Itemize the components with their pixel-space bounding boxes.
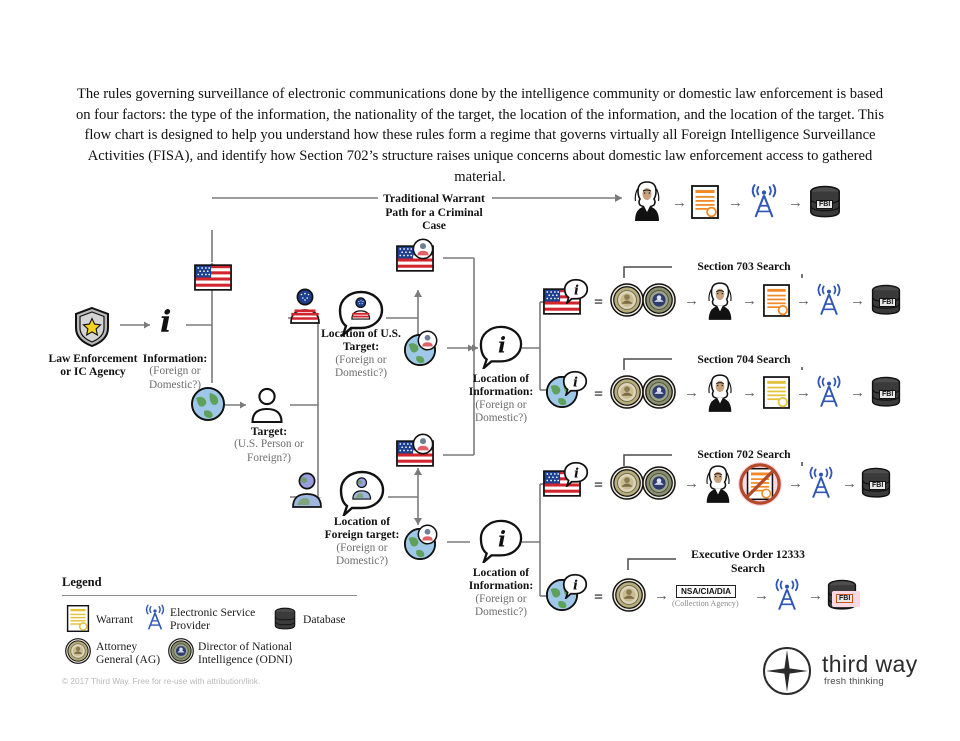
legend-label-odni: Director of National Intelligence (ODNI) — [198, 640, 293, 667]
electronic-service-provider-icon — [751, 184, 777, 219]
database-fbi-tag-highlighted: FBI — [836, 594, 854, 603]
person-badge-icon — [417, 330, 438, 351]
information-badge-icon — [562, 573, 588, 599]
information-badge-icon — [562, 370, 588, 396]
warrant-icon — [763, 376, 790, 409]
attorney-general-seal-icon — [610, 283, 644, 317]
odni-seal-icon — [642, 375, 676, 409]
judge-icon — [705, 465, 731, 504]
electronic-service-provider-icon — [809, 466, 833, 499]
arrow-right-icon: → — [754, 588, 769, 604]
electronic-service-provider-icon — [775, 578, 799, 611]
arrow-right-icon: → — [850, 293, 865, 309]
legend-label-ag: Attorney General (AG) — [96, 640, 161, 667]
information-badge-icon — [563, 461, 589, 487]
location-of-information-upper-label: Location of Information: (Foreign or Dom… — [468, 372, 534, 424]
brand-tagline: fresh thinking — [824, 676, 884, 687]
law-enforcement-label: Law Enforcement or IC Agency — [48, 352, 138, 379]
legend-label-warrant: Warrant — [96, 613, 134, 626]
odni-seal-icon — [168, 638, 194, 664]
arrow-right-icon: → — [788, 476, 803, 492]
judge-icon — [634, 181, 660, 222]
database-icon — [274, 607, 296, 630]
arrow-right-icon: → — [684, 476, 699, 492]
arrow-right-icon: → — [808, 588, 823, 604]
warrant-icon — [66, 604, 90, 633]
person-badge-icon — [412, 433, 434, 455]
location-of-us-target-label: Location of U.S. Target: (Foreign or Dom… — [321, 327, 401, 379]
attorney-general-seal-icon — [65, 638, 91, 664]
arrow-right-icon: → — [684, 385, 699, 401]
arrow-right-icon: → — [728, 195, 743, 211]
odni-seal-icon — [642, 466, 676, 500]
judge-icon — [707, 374, 733, 413]
arrow-right-icon: → — [796, 385, 811, 401]
us-person-icon — [289, 288, 321, 324]
location-of-information-lower-label: Location of Information: (Foreign or Dom… — [468, 566, 534, 618]
attorney-general-seal-icon — [612, 578, 646, 612]
information-label: Information: (Foreign or Domestic?) — [142, 352, 208, 391]
location-of-information-lower-bubble-icon — [479, 519, 523, 563]
information-badge-icon — [563, 278, 589, 304]
section-703-label: Section 703 Search — [672, 260, 816, 274]
arrow-right-icon: → — [742, 385, 757, 401]
legend-label-esp: Electronic Service Provider — [170, 606, 256, 633]
attorney-general-seal-icon — [610, 375, 644, 409]
legend-divider — [62, 595, 357, 597]
location-of-foreign-target-label: Location of Foreign target: (Foreign or … — [324, 515, 400, 567]
arrow-right-icon: → — [850, 385, 865, 401]
no-warrant-icon — [739, 463, 781, 505]
person-badge-icon — [412, 238, 434, 260]
information-i-icon: i — [160, 305, 172, 340]
odni-seal-icon — [642, 283, 676, 317]
arrow-right-icon: → — [788, 195, 803, 211]
brand-name: third way — [822, 651, 918, 677]
arrow-right-icon: → — [684, 293, 699, 309]
database-fbi-tag: FBI — [816, 200, 834, 209]
person-badge-icon — [417, 524, 438, 545]
collection-agency-sublabel: (Collection Agency) — [672, 599, 739, 608]
electronic-service-provider-icon — [817, 375, 841, 408]
target-person-icon — [251, 387, 283, 423]
equals-sign: = — [594, 589, 604, 606]
database-fbi-tag: FBI — [869, 481, 887, 490]
section-704-label: Section 704 Search — [672, 353, 816, 367]
arrow-right-icon: → — [742, 293, 757, 309]
arrow-right-icon: → — [796, 293, 811, 309]
equals-sign: = — [594, 294, 604, 311]
arrow-right-icon: → — [672, 195, 687, 211]
equals-sign: = — [594, 386, 604, 403]
database-fbi-tag: FBI — [879, 298, 897, 307]
collection-agency-box: NSA/CIA/DIA — [676, 585, 737, 598]
arrow-right-icon: → — [654, 588, 669, 604]
database-fbi-tag: FBI — [879, 390, 897, 399]
executive-order-12333-label: Executive Order 12333 Search — [676, 548, 820, 576]
law-enforcement-badge-icon — [75, 307, 109, 347]
legend: Legend — [62, 575, 357, 597]
legend-title: Legend — [62, 575, 102, 589]
target-label: Target: (U.S. Person or Foreign?) — [234, 425, 304, 464]
traditional-warrant-path-label: Traditional Warrant Path for a Criminal … — [383, 192, 485, 233]
attorney-general-seal-icon — [610, 466, 644, 500]
equals-sign: = — [594, 477, 604, 494]
intro-paragraph: The rules governing surveillance of elec… — [75, 86, 885, 185]
warrant-icon — [763, 284, 790, 317]
domestic-information-flag-icon — [194, 264, 232, 291]
electronic-service-provider-icon — [817, 283, 841, 316]
third-way-logo-icon — [763, 647, 811, 695]
electronic-service-provider-icon — [145, 604, 165, 631]
copyright-notice: © 2017 Third Way. Free for re-use with a… — [62, 676, 261, 686]
foreign-person-icon — [292, 472, 322, 508]
judge-icon — [707, 282, 733, 321]
section-702-label: Section 702 Search — [672, 448, 816, 462]
location-of-information-upper-bubble-icon — [479, 325, 523, 369]
legend-label-database: Database — [303, 613, 346, 626]
arrow-right-icon: → — [842, 476, 857, 492]
warrant-icon — [691, 185, 719, 219]
location-of-foreign-target-bubble-icon — [339, 470, 385, 516]
